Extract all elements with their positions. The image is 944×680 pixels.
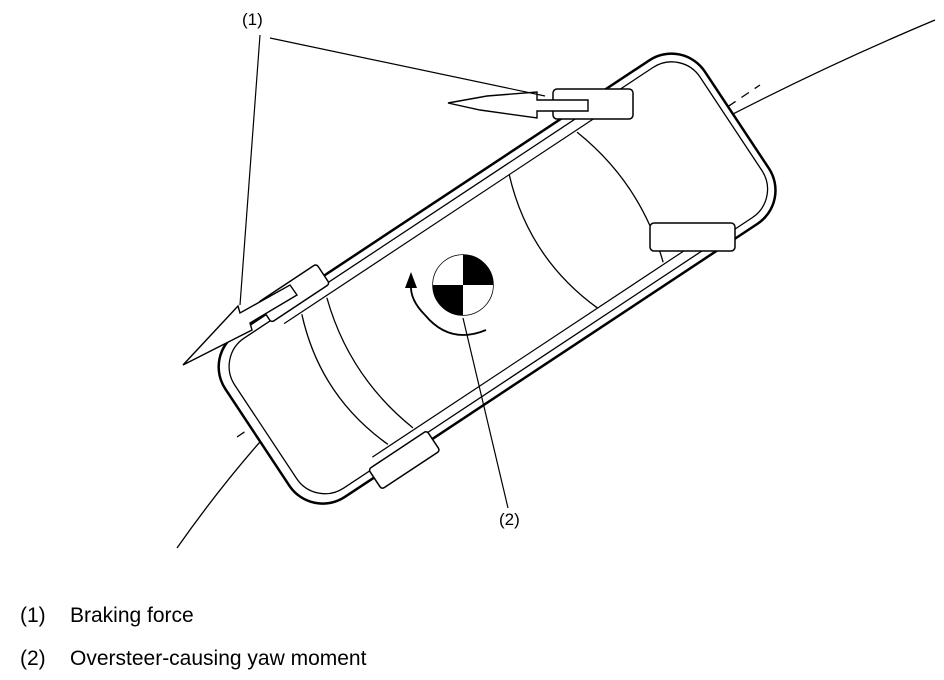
legend-item-1: (1) Braking force xyxy=(20,604,194,628)
rear-braking-force-arrow xyxy=(182,284,299,366)
leader-line-1b xyxy=(269,37,546,97)
car-body xyxy=(217,52,777,505)
legend-text: Oversteer-causing yaw moment xyxy=(70,647,367,670)
legend-number: (1) xyxy=(20,604,46,627)
legend-item-2: (2) Oversteer-causing yaw moment xyxy=(20,647,366,671)
callout-2: (2) xyxy=(499,510,520,529)
legend-number: (2) xyxy=(20,647,46,670)
leader-line-1a xyxy=(239,34,261,306)
yaw-arrowhead-icon xyxy=(405,272,417,288)
callout-1: (1) xyxy=(242,10,263,29)
front-right-wheel xyxy=(649,222,736,252)
front-braking-force-arrow xyxy=(447,91,589,119)
center-of-gravity-icon xyxy=(432,254,494,316)
legend-text: Braking force xyxy=(70,604,194,627)
leader-line-2 xyxy=(462,317,509,509)
